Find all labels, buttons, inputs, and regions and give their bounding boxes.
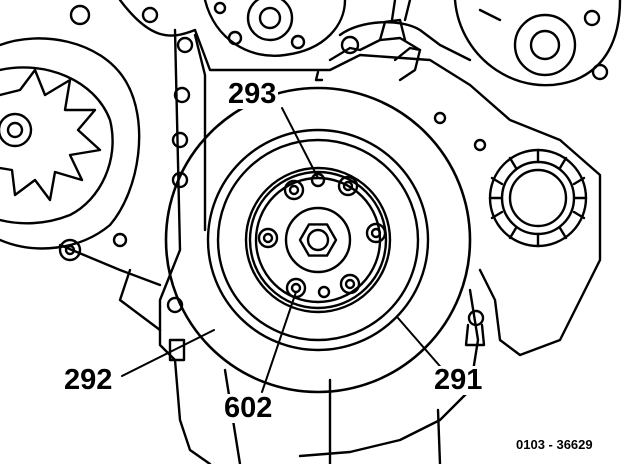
lower-fasteners [166, 70, 486, 362]
upper-pulley [203, 0, 347, 57]
mounting-bracket [58, 36, 194, 262]
callout-602: 602 [222, 392, 275, 424]
figure-reference: 0103 - 36629 [516, 437, 593, 452]
locating-pin [310, 172, 331, 299]
hub-bolts [257, 175, 387, 299]
sensor-ring [488, 148, 588, 248]
leader-293 [281, 107, 319, 179]
pulley-hub [254, 176, 382, 304]
callout-291: 291 [432, 364, 485, 396]
crankshaft-pulley [164, 86, 472, 394]
leader-291 [397, 317, 446, 373]
leader-lines [121, 107, 446, 393]
leader-602 [261, 291, 297, 393]
sensor-connector [328, 0, 487, 152]
callout-293: 293 [226, 78, 279, 110]
upper-right-pulley [453, 0, 622, 87]
leader-292 [121, 329, 215, 377]
alternator [0, 4, 159, 250]
callout-292: 292 [62, 364, 115, 396]
